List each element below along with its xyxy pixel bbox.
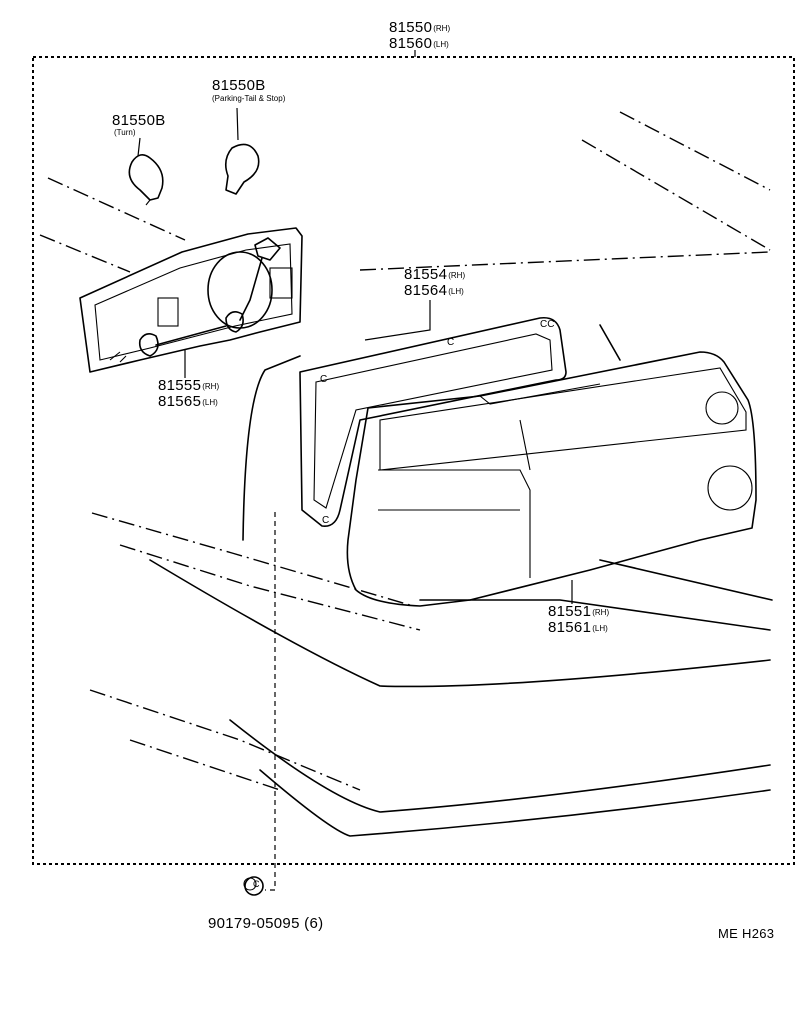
- stop-bulb-note: (Parking-Tail & Stop): [212, 94, 286, 103]
- gasket-lh-number: 81564: [404, 282, 448, 299]
- lens-rh-side: (RH): [592, 608, 610, 617]
- assembly-rh-number: 81550: [389, 19, 433, 36]
- lens-lh-number: 81561: [548, 619, 592, 636]
- gasket: [299, 316, 567, 527]
- gasket-rh-label: 81554(RH): [404, 267, 465, 283]
- leader-lines: [137, 50, 573, 604]
- nut-number: 90179-05095: [208, 915, 300, 932]
- lens-lh-side: (LH): [592, 624, 608, 633]
- socket-lh-number: 81565: [158, 393, 202, 410]
- socket-lh-side: (LH): [202, 398, 218, 407]
- body-panel-lines: [39, 111, 773, 837]
- lens: [346, 351, 757, 607]
- lens-lh-label: 81561(LH): [548, 620, 608, 636]
- socket-lh-label: 81565(LH): [158, 394, 218, 410]
- gasket-rh-side: (RH): [448, 271, 466, 280]
- assembly-rh-side: (RH): [433, 24, 451, 33]
- assembly-boundary: [32, 56, 795, 865]
- socket-rh-number: 81555: [158, 377, 202, 394]
- nut-icon: [243, 876, 264, 896]
- gasket-rh-number: 81554: [404, 266, 448, 283]
- gasket-mark-2: C: [320, 374, 328, 385]
- stop-bulb-number: 81550B: [212, 77, 266, 94]
- gasket-mark-4: CC: [540, 319, 555, 330]
- turn-bulb: [128, 154, 164, 206]
- nut-label: 90179-05095 (6): [208, 916, 323, 932]
- assembly-lh-side: (LH): [433, 40, 449, 49]
- lens-rh-label: 81551(RH): [548, 604, 609, 620]
- socket-rh-label: 81555(RH): [158, 378, 219, 394]
- nut-leader-dashed: [265, 512, 276, 891]
- stop-bulb: [224, 143, 260, 195]
- lens-rh-number: 81551: [548, 603, 592, 620]
- gasket-lh-side: (LH): [448, 287, 464, 296]
- nut-symbol: C: [253, 879, 260, 889]
- socket-rh-side: (RH): [202, 382, 220, 391]
- gasket-mark-3: C: [322, 515, 330, 526]
- assembly-lh-number: 81560: [389, 35, 433, 52]
- figure-code: ME H263: [718, 926, 775, 941]
- turn-bulb-label: 81550B: [112, 113, 166, 129]
- gasket-lh-label: 81564(LH): [404, 283, 464, 299]
- assembly-rh-label: 81550(RH): [389, 20, 450, 36]
- nut-qty: (6): [304, 915, 324, 932]
- turn-bulb-number: 81550B: [112, 112, 166, 129]
- stop-bulb-label: 81550B: [212, 78, 266, 94]
- assembly-lh-label: 81560(LH): [389, 36, 449, 52]
- turn-bulb-note: (Turn): [114, 128, 136, 137]
- gasket-mark-1: C: [447, 337, 455, 348]
- socket-housing: [79, 227, 303, 373]
